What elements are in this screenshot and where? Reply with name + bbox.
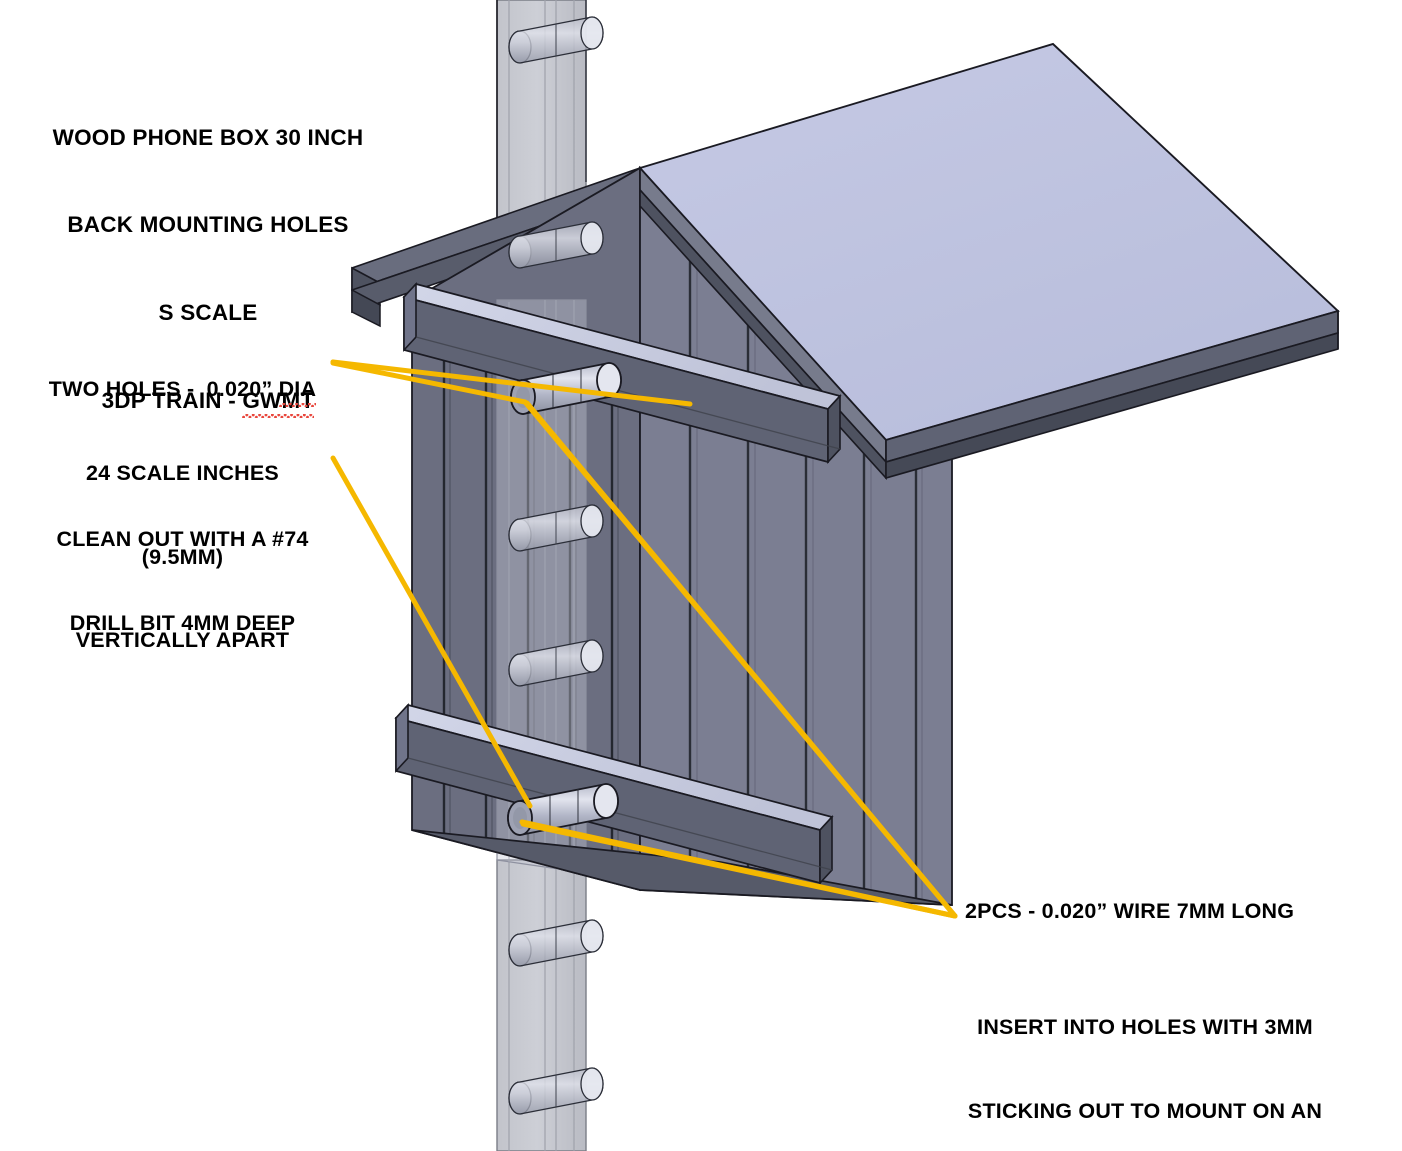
insert-note-line-2: STICKING OUT TO MOUNT ON AN: [967, 1098, 1323, 1123]
title-line-1: WOOD PHONE BOX 30 INCH: [52, 124, 364, 150]
holes-note-line-1-prefix: TWO HOLES - 0.020”: [48, 376, 279, 401]
drill-note-line-2: DRILL BIT 4MM DEEP: [69, 610, 296, 635]
annotation-drill-bit: CLEAN OUT WITH A #74 DRILL BIT 4MM DEEP: [10, 470, 355, 694]
annotation-insert-instructions: INSERT INTO HOLES WITH 3MM STICKING OUT …: [930, 958, 1360, 1151]
title-block: WOOD PHONE BOX 30 INCH BACK MOUNTING HOL…: [18, 64, 398, 474]
title-line-4: 3DP TRAIN - GWMT: [18, 386, 398, 419]
holes-note-line-3: (9.5MM): [141, 544, 224, 569]
annotation-wire-callout: 2PCS - 0.020” WIRE 7MM LONG: [965, 898, 1294, 926]
wire-note-line-1: 2PCS - 0.020” WIRE 7MM LONG: [965, 899, 1295, 923]
drill-note-line-1: CLEAN OUT WITH A #74: [56, 526, 309, 551]
holes-note-line-4: VERTICALLY APART: [75, 628, 290, 653]
leader-lower-hole-pointer: [330, 455, 533, 809]
title-line-3: S SCALE: [158, 300, 258, 325]
leader-upper-hole-pointer: [330, 359, 693, 407]
holes-note-line-1: TWO HOLES - 0.020” DIA: [10, 376, 355, 407]
title-line-4-prefix: 3DP TRAIN -: [101, 387, 243, 413]
holes-note-line-2: 24 SCALE INCHES: [86, 460, 279, 485]
holes-note-line-1-misspelled: DIA: [278, 376, 317, 407]
annotation-two-holes: TWO HOLES - 0.020” DIA 24 SCALE INCHES (…: [10, 320, 355, 711]
title-line-4-misspelled: GWMT: [242, 386, 315, 419]
insert-note-line-1: INSERT INTO HOLES WITH 3MM: [977, 1014, 1313, 1039]
leader-convergence: [520, 400, 958, 919]
title-line-2: BACK MOUNTING HOLES: [67, 212, 349, 238]
